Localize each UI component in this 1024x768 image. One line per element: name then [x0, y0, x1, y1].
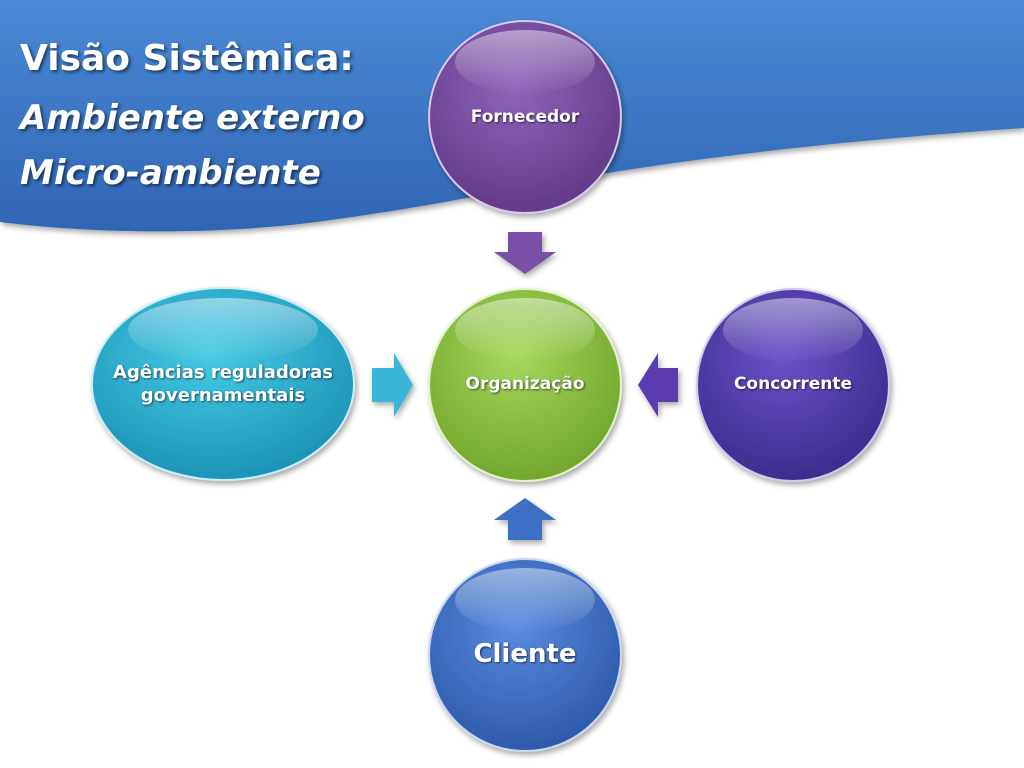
label-fornecedor: Fornecedor — [470, 106, 580, 127]
node-fornecedor — [428, 20, 622, 214]
arrow-concorrente-to-organizacao — [638, 353, 678, 417]
title-line-3: Micro-ambiente — [20, 153, 321, 193]
arrow-cliente-to-organizacao — [494, 498, 556, 540]
label-concorrente: Concorrente — [733, 373, 853, 394]
node-cliente — [428, 558, 622, 752]
node-agencias — [91, 287, 355, 481]
title-line-2: Ambiente externo — [20, 98, 365, 138]
arrow-fornecedor-to-organizacao — [494, 232, 556, 274]
arrow-agencias-to-organizacao — [372, 353, 413, 417]
label-organizacao: Organização — [465, 373, 585, 394]
label-agencias: Agências reguladoras governamentais — [113, 361, 333, 406]
title-line-1: Visão Sistêmica: — [20, 38, 354, 79]
label-cliente: Cliente — [473, 639, 577, 670]
node-concorrente — [696, 288, 890, 482]
node-organizacao — [428, 288, 622, 482]
